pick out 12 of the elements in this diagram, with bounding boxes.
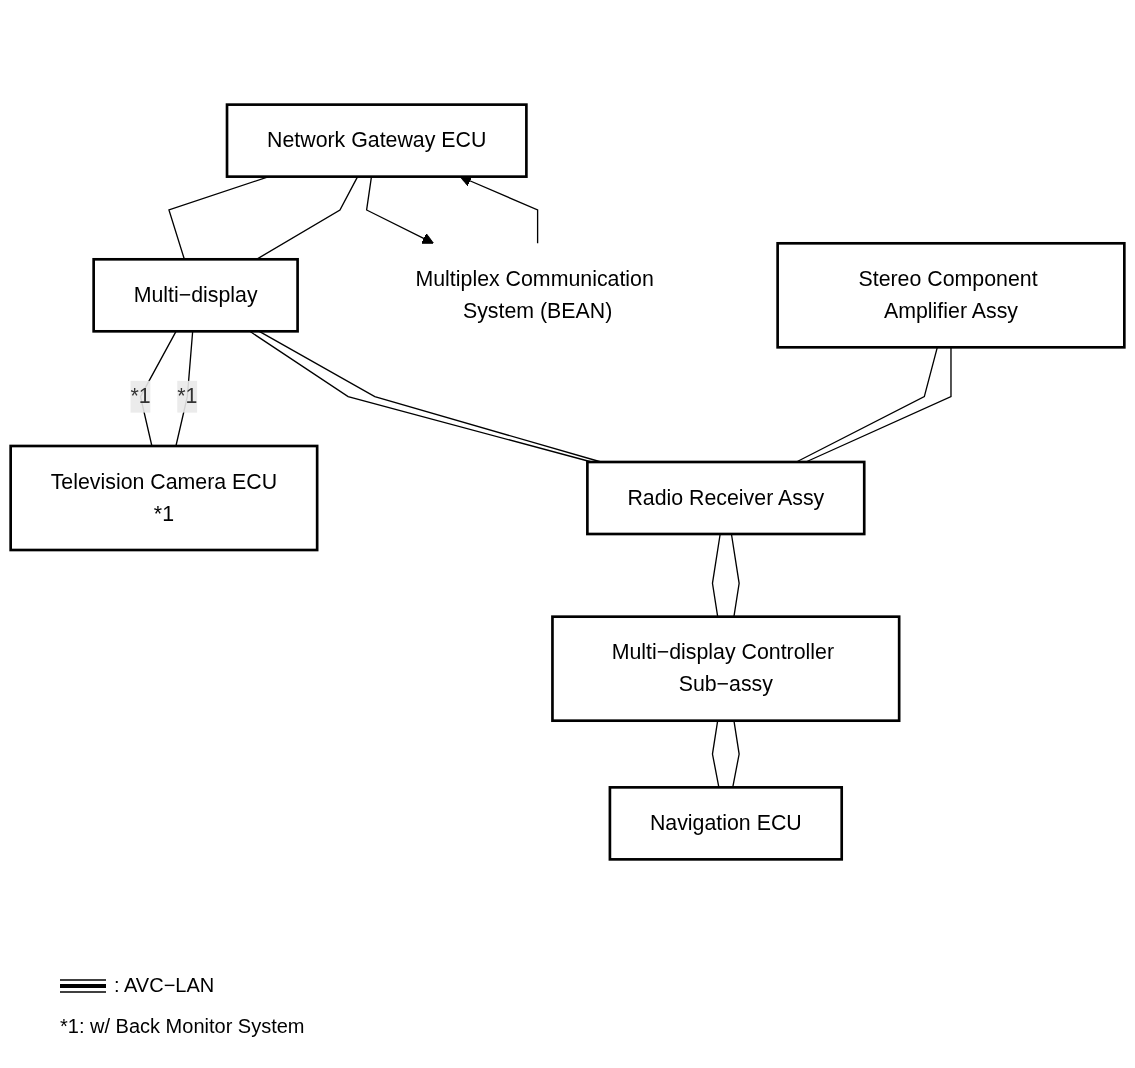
legend-text: : AVC−LAN	[114, 974, 215, 997]
node-box: Network Gateway ECU	[225, 103, 528, 178]
node-box: Navigation ECU	[608, 786, 844, 861]
node-text: Multiplex Communication System (BEAN)	[415, 267, 654, 322]
footnote: *1: w/ Back Monitor System	[60, 1015, 306, 1038]
node-box: Stereo Component Amplifier Assy	[776, 241, 1126, 349]
node-box: Multi−display	[92, 257, 299, 333]
node-box: Television Camera ECU *1	[9, 444, 319, 552]
node-box: Radio Receiver Assy	[586, 460, 866, 536]
edge-label: *1	[130, 384, 151, 408]
edge-label: *1	[177, 384, 198, 408]
node-box: Multi−display Controller Sub−assy	[551, 615, 901, 723]
